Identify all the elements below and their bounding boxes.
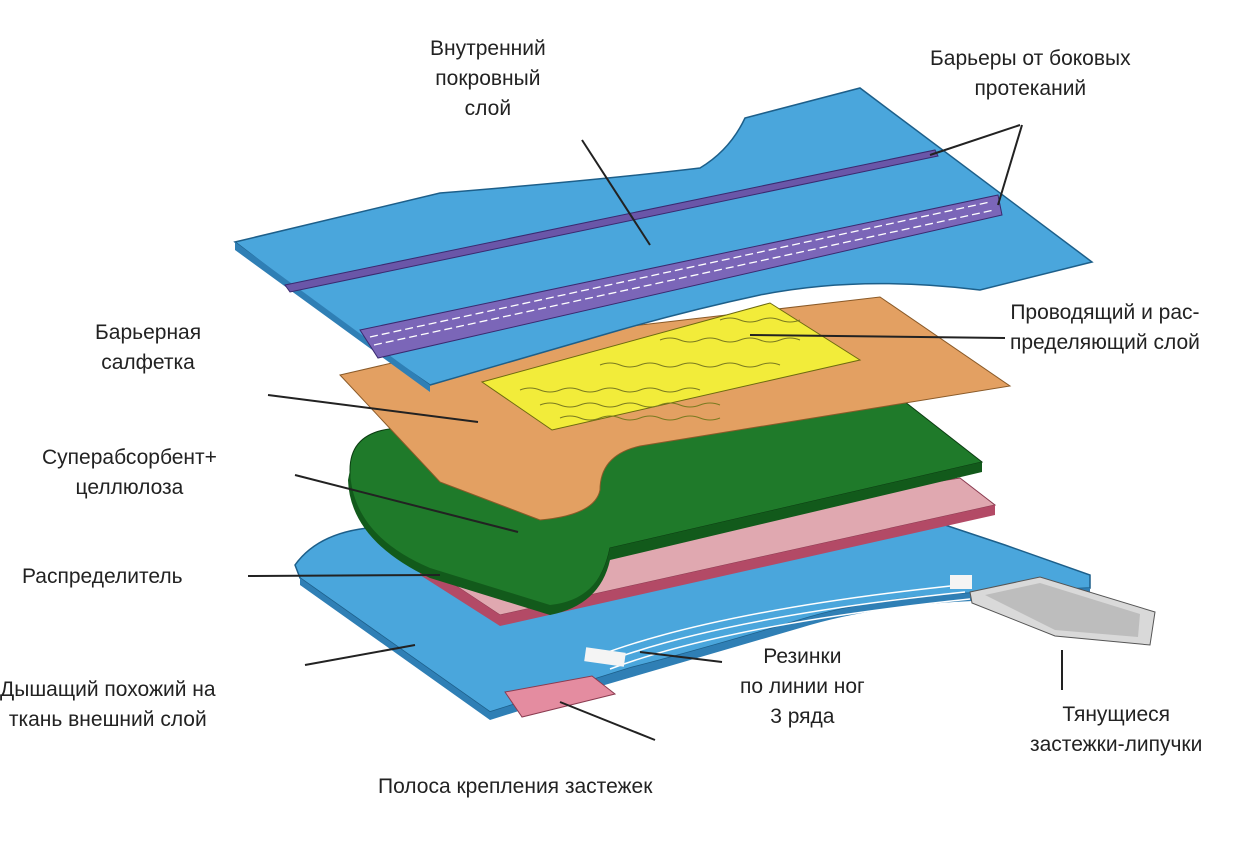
label-line: протеканий <box>974 77 1087 100</box>
label-landing-zone: Полоса крепления застежек <box>378 772 652 802</box>
label-line: слой <box>464 97 512 120</box>
label-line: застежки-липучки <box>1030 733 1203 756</box>
label-line: Внутренний <box>430 37 546 60</box>
label-line: Проводящий и рас- <box>1010 301 1200 324</box>
label-tapes: Тянущиеся застежки-липучки <box>1030 700 1202 760</box>
label-line: Барьерная <box>95 321 202 344</box>
label-line: Полоса крепления застежек <box>378 775 653 798</box>
label-line: Тянущиеся <box>1062 703 1170 726</box>
label-line: пределяющий слой <box>1010 331 1200 354</box>
label-barrier-tissue: Барьерная салфетка <box>95 318 201 378</box>
label-line: Суперабсорбент+ <box>42 446 217 469</box>
label-line: Барьеры от боковых <box>930 47 1131 70</box>
label-leg-barriers: Барьеры от боковых протеканий <box>930 44 1131 104</box>
label-line: Распределитель <box>22 565 183 588</box>
landing-zone-strip <box>504 675 617 718</box>
topsheet-layer <box>233 87 1094 392</box>
fastening-tape <box>969 576 1156 646</box>
label-line: ткань внешний слой <box>8 708 207 731</box>
label-topsheet: Внутренний покровный слой <box>430 34 546 124</box>
label-line: целлюлоза <box>75 476 184 499</box>
label-line: по линии ног <box>740 675 865 698</box>
label-backsheet: Дышащий похожий на ткань внешний слой <box>0 675 216 735</box>
label-core: Суперабсорбент+ целлюлоза <box>42 443 217 503</box>
leader-lines <box>247 124 1063 741</box>
label-line: салфетка <box>101 351 195 374</box>
label-line: покровный <box>435 67 541 90</box>
label-distributor: Распределитель <box>22 562 183 592</box>
label-line: Дышащий похожий на <box>0 678 216 701</box>
label-acquisition: Проводящий и рас- пределяющий слой <box>1010 298 1200 358</box>
label-line: Резинки <box>763 645 842 668</box>
label-leg-elastics: Резинки по линии ног 3 ряда <box>740 642 865 732</box>
label-line: 3 ряда <box>770 705 835 728</box>
